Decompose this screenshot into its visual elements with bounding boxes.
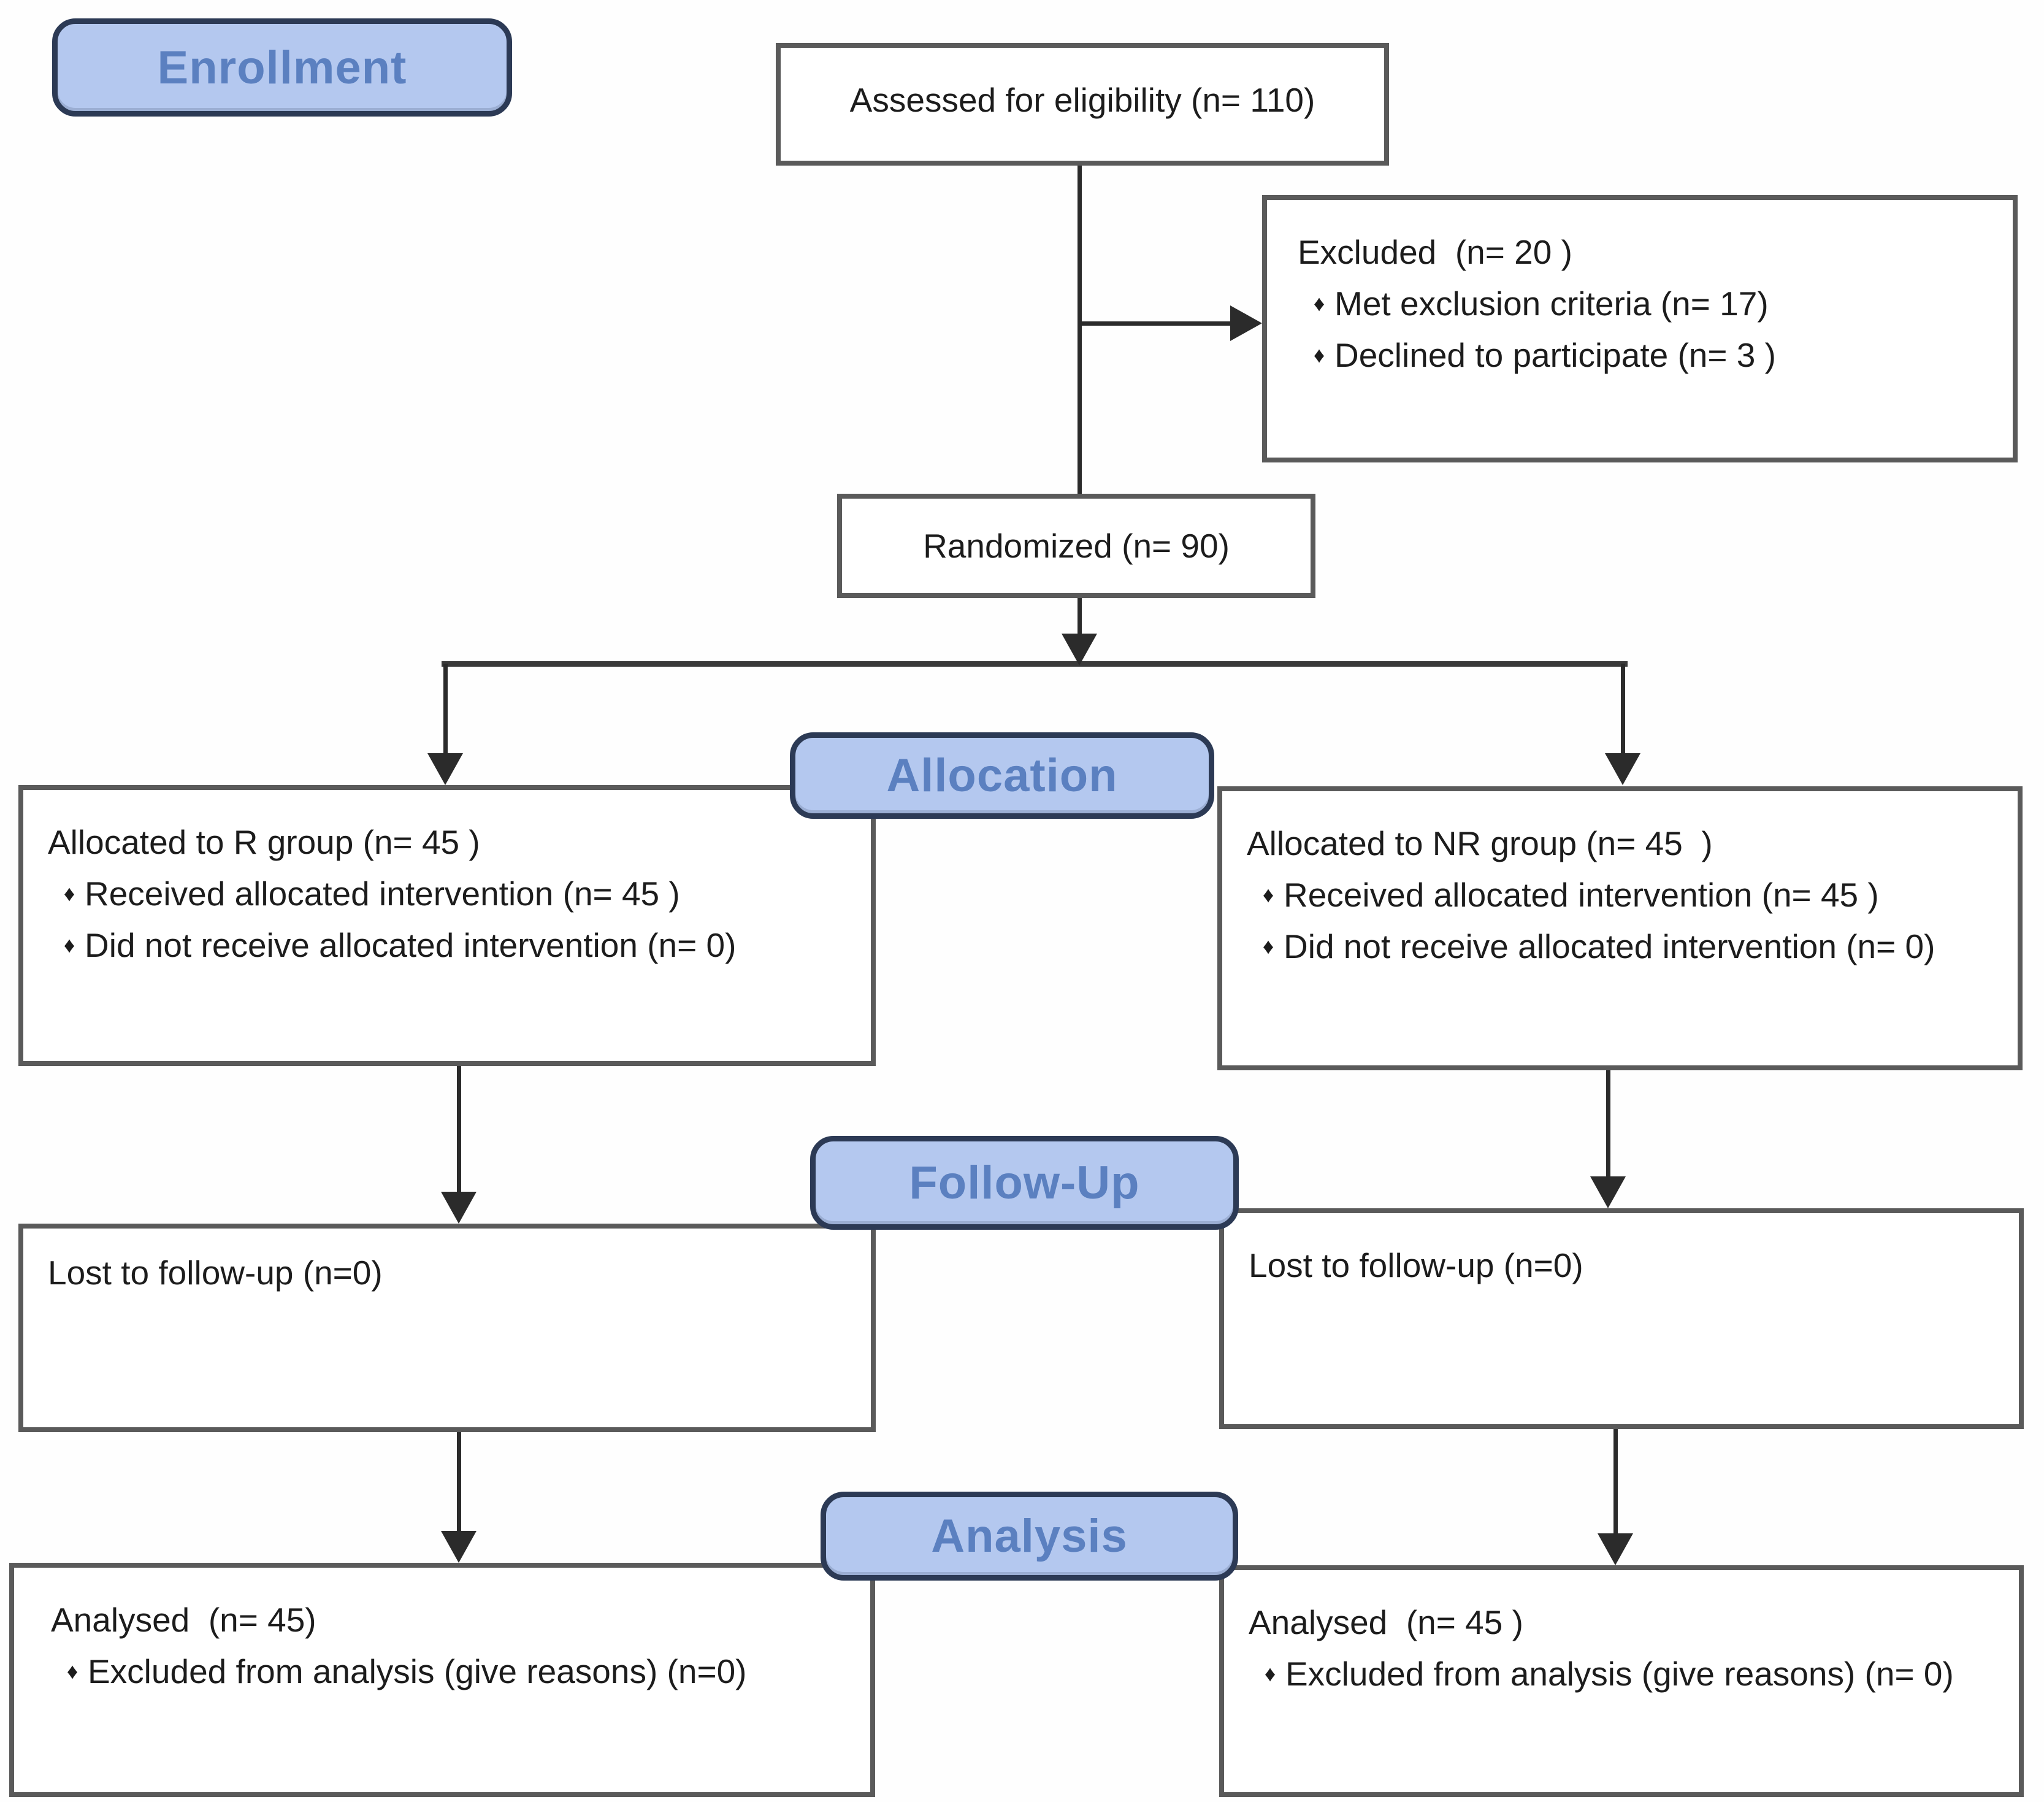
box-title: Lost to follow-up (n=0) <box>1249 1246 1583 1284</box>
bullet-diamond-icon: ♦ <box>1313 342 1325 367</box>
arrowhead-down-icon <box>1062 634 1097 665</box>
phase-label-follow-up: Follow-Up <box>810 1136 1239 1230</box>
connector-right-followup-to-analysis <box>1613 1429 1618 1533</box>
bullet-item: ♦ Excluded from analysis (give reasons) … <box>51 1646 852 1697</box>
bullet-diamond-icon: ♦ <box>1313 291 1325 316</box>
box-assessed-for-eligibility: Assessed for eligibility (n= 110) <box>776 43 1389 166</box>
bullet-text: Excluded from analysis (give reasons) (n… <box>1285 1655 1954 1693</box>
box-allocated-nr-group: Allocated to NR group (n= 45 ) ♦ Receive… <box>1217 786 2023 1070</box>
bullet-text: Received allocated intervention (n= 45 ) <box>85 875 680 913</box>
bullet-diamond-icon: ♦ <box>1262 934 1274 959</box>
box-title: Randomized (n= 90) <box>923 527 1230 565</box>
box-analysed-left: Analysed (n= 45) ♦ Excluded from analysi… <box>9 1563 875 1797</box>
bullet-item: ♦ Excluded from analysis (give reasons) … <box>1249 1648 2000 1700</box>
bullet-text: Excluded from analysis (give reasons) (n… <box>88 1652 747 1690</box>
arrowhead-right-icon <box>1230 305 1262 341</box>
arrowhead-down-icon <box>1605 753 1640 785</box>
box-allocated-r-group: Allocated to R group (n= 45 ) ♦ Received… <box>18 785 876 1066</box>
bullet-text: Received allocated intervention (n= 45 ) <box>1284 876 1879 914</box>
connector-left-followup-to-analysis <box>457 1432 461 1531</box>
bullet-item: ♦ Received allocated intervention (n= 45… <box>48 868 852 919</box>
bullet-diamond-icon: ♦ <box>66 1658 78 1684</box>
phase-label-analysis: Analysis <box>821 1492 1238 1581</box>
arrowhead-down-icon <box>441 1531 477 1563</box>
bullet-text: Met exclusion criteria (n= 17) <box>1334 285 1769 323</box>
bullet-item: ♦ Did not receive allocated intervention… <box>48 919 852 971</box>
box-title: Allocated to NR group (n= 45 ) <box>1247 824 1713 862</box>
box-title: Allocated to R group (n= 45 ) <box>48 823 480 861</box>
arrowhead-down-icon <box>1590 1176 1626 1208</box>
arrowhead-down-icon <box>1598 1533 1633 1565</box>
connector-split-to-right-allocation <box>1621 664 1625 753</box>
bullet-item: ♦ Did not receive allocated intervention… <box>1247 921 1999 972</box>
box-randomized: Randomized (n= 90) <box>837 494 1315 598</box>
connector-split-horizontal <box>442 661 1628 667</box>
bullet-item: ♦ Declined to participate (n= 3 ) <box>1298 329 1994 381</box>
box-title: Analysed (n= 45) <box>51 1601 316 1639</box>
box-title: Excluded (n= 20 ) <box>1298 233 1572 271</box>
bullet-text: Did not receive allocated intervention (… <box>85 926 737 964</box>
arrowhead-down-icon <box>427 753 463 785</box>
box-lost-to-followup-left: Lost to follow-up (n=0) <box>18 1224 876 1432</box>
phase-label-enrollment: Enrollment <box>52 18 512 117</box>
bullet-item: ♦ Met exclusion criteria (n= 17) <box>1298 278 1994 329</box>
bullet-diamond-icon: ♦ <box>1262 882 1274 907</box>
bullet-text: Declined to participate (n= 3 ) <box>1334 336 1776 374</box>
connector-split-to-left-allocation <box>443 664 448 753</box>
connector-left-allocation-to-followup <box>457 1066 461 1192</box>
bullet-diamond-icon: ♦ <box>1264 1661 1276 1686</box>
bullet-diamond-icon: ♦ <box>63 932 75 957</box>
box-analysed-right: Analysed (n= 45 ) ♦ Excluded from analys… <box>1219 1565 2024 1797</box>
phase-label-allocation: Allocation <box>790 732 1214 819</box>
box-excluded: Excluded (n= 20 ) ♦ Met exclusion criter… <box>1262 195 2018 462</box>
connector-branch-to-excluded <box>1079 321 1234 326</box>
connector-assessed-to-randomized <box>1078 166 1082 494</box>
bullet-item: ♦ Received allocated intervention (n= 45… <box>1247 869 1999 921</box>
box-lost-to-followup-right: Lost to follow-up (n=0) <box>1219 1208 2024 1429</box>
box-title: Lost to follow-up (n=0) <box>48 1254 383 1292</box>
bullet-text: Did not receive allocated intervention (… <box>1284 927 1935 965</box>
box-title: Analysed (n= 45 ) <box>1249 1603 1523 1641</box>
box-title: Assessed for eligibility (n= 110) <box>849 81 1315 119</box>
connector-randomized-down <box>1078 598 1082 635</box>
bullet-diamond-icon: ♦ <box>63 881 75 906</box>
arrowhead-down-icon <box>441 1192 477 1224</box>
connector-right-allocation-to-followup <box>1606 1070 1610 1176</box>
